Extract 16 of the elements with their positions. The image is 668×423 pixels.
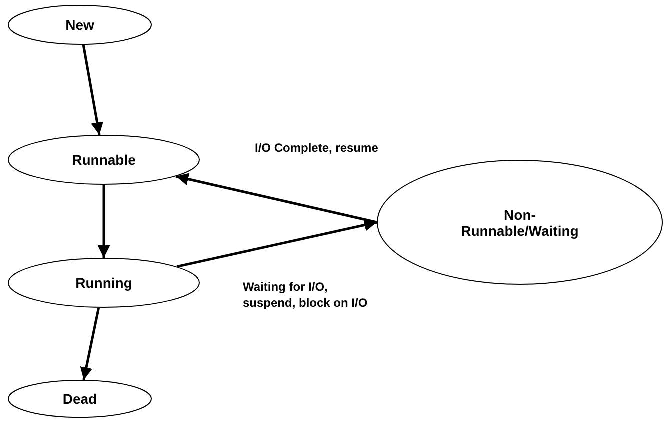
state-ellipse [8, 135, 200, 185]
arrow [176, 219, 378, 268]
arrow [80, 308, 100, 380]
state-name: Running [76, 275, 132, 291]
edge-label: Waiting for I/O, suspend, block on I/O [243, 279, 368, 312]
arrow [176, 173, 378, 224]
state-name: New [66, 17, 94, 33]
state-name: Non-Runnable/Waiting [460, 206, 580, 238]
state-ellipse [8, 5, 152, 45]
state-ellipse [377, 160, 663, 285]
state-name: Dead [62, 391, 98, 407]
arrow [98, 185, 110, 258]
state-name: Runnable [72, 152, 136, 168]
state-ellipse [8, 380, 152, 418]
state-ellipse [8, 258, 200, 308]
arrow [82, 44, 104, 136]
